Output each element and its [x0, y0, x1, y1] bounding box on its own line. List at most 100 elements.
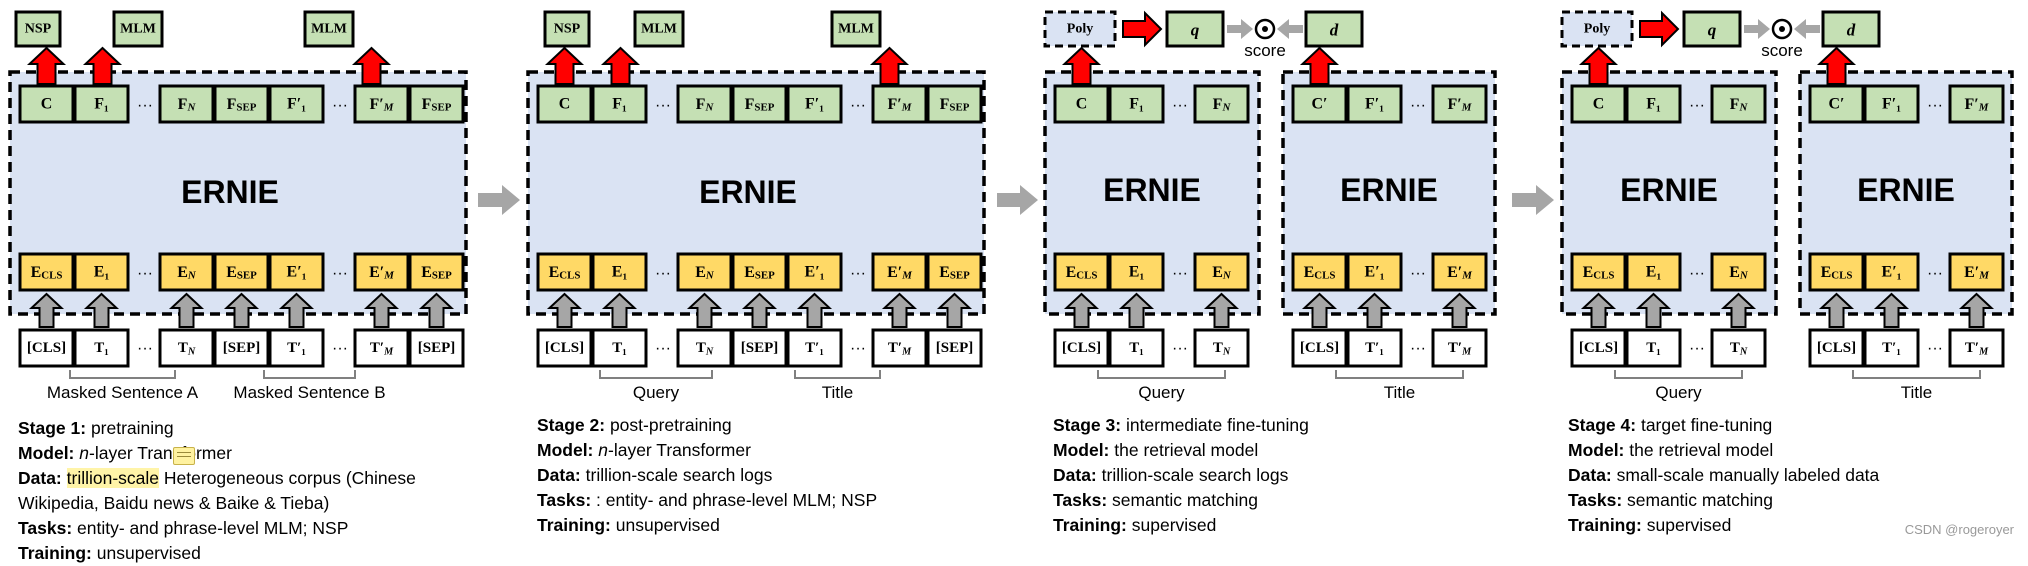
- stage1-token-5-label: T′M: [370, 340, 394, 357]
- stage4-d-embedding-1-label: E′₁: [1882, 264, 1902, 281]
- stage1-gray-arrow-3: [223, 292, 260, 328]
- stage4-d-token-0-label: [CLS]: [1817, 340, 1856, 356]
- stage4-q-embedding-2-label: EN: [1729, 264, 1749, 282]
- stage2-embedding-6-label: ESEP: [939, 264, 970, 282]
- stage4-score-dot: [1779, 26, 1785, 32]
- stage4-d-embedding-2: E′M: [1948, 252, 2005, 292]
- stage1-group-b-bracket: [263, 370, 356, 379]
- stage3-d-gray-arrow-1: [1356, 292, 1393, 328]
- stage2-gray-arrow-3: [741, 292, 778, 328]
- stage3-score-dot: [1262, 26, 1268, 32]
- stage4-q-output-1: F₁: [1625, 84, 1682, 124]
- stage3-d-output-0-label: C′: [1311, 96, 1327, 113]
- stage3-d-token-1-label: T′₁: [1365, 340, 1384, 356]
- stage4-q-token-2: TN: [1710, 328, 1767, 368]
- stage1-embedding-1: E₁: [73, 252, 130, 292]
- stage4-score-label: score: [1761, 41, 1803, 60]
- stage2-group-b-bracket: [794, 370, 881, 379]
- stage4-d-gray-arrow-2: [1958, 292, 1995, 328]
- comment-note-icon[interactable]: [173, 447, 195, 465]
- stage4-q-output-0: C: [1570, 84, 1627, 124]
- stage3-q-embedding-2: EN: [1193, 252, 1250, 292]
- stage4-q-output-1-label: F₁: [1646, 96, 1661, 113]
- stage2-token-6: [SEP]: [926, 328, 983, 368]
- stage2-embedding-3: ESEP: [731, 252, 788, 292]
- stage3-query-ernie-label: ERNIE: [1103, 172, 1201, 208]
- ellipsis: ···: [1927, 340, 1943, 357]
- stage2-group-a-bracket: [599, 370, 713, 379]
- stage3-d-embedding-0: ECLS: [1291, 252, 1348, 292]
- stage3-d-embedding-2-label: E′M: [1447, 264, 1472, 282]
- stage4-d-box: d: [1821, 10, 1881, 48]
- stage2-token-4-label: T′₁: [805, 340, 824, 356]
- stage4-q-output-0-label: C: [1593, 96, 1605, 113]
- stage-arrow-1-2: [478, 185, 520, 215]
- ellipsis: ···: [850, 97, 866, 114]
- stage2-output-1-label: F₁: [612, 96, 627, 113]
- stage2-token-3-label: [SEP]: [741, 340, 779, 356]
- stage3-d-token-2: T′M: [1431, 328, 1488, 368]
- stage1-token-4: T′₁: [268, 328, 325, 368]
- ellipsis: ···: [655, 340, 671, 357]
- stage1-embedding-5: E′M: [353, 252, 410, 292]
- stage1-output-3: FSEP: [213, 84, 270, 124]
- stage1-group-a-bracket: [69, 370, 176, 379]
- stage2-gray-arrow-1: [601, 292, 638, 328]
- stage1-mlm-box-1-label: MLM: [120, 22, 156, 37]
- stage3-group-a-bracket: [1097, 370, 1226, 379]
- ellipsis: ···: [1927, 97, 1943, 114]
- stage3-d-output-2-label: F′M: [1448, 96, 1472, 114]
- stage2-embedding-4-label: E′₁: [805, 264, 825, 281]
- stage1-embedding-2-label: EN: [177, 264, 197, 282]
- stage4-poly-box: Poly: [1560, 10, 1634, 48]
- stage3-q-embedding-1-label: E₁: [1129, 264, 1145, 281]
- stage1-group-a-label: Masked Sentence A: [47, 383, 199, 402]
- stage1-mlm-box-2: MLM: [303, 10, 355, 48]
- stage2-embedding-3-label: ESEP: [744, 264, 775, 282]
- stage3-d-embedding-0-label: ECLS: [1304, 264, 1336, 282]
- stage1-token-0: [CLS]: [18, 328, 75, 368]
- stage1-output-5-label: F′M: [370, 96, 394, 114]
- stage-arrow-2-3: [997, 185, 1038, 215]
- stage3-d-token-0-label: [CLS]: [1300, 340, 1339, 356]
- stage1-embedding-6: ESEP: [408, 252, 465, 292]
- stage1-output-4: F′₁: [268, 84, 325, 124]
- stage2-gray-arrow-4: [796, 292, 833, 328]
- stage2-mlm-box-2-label: MLM: [838, 22, 874, 37]
- stage1-output-2: FN: [158, 84, 215, 124]
- stage3-q-token-0-label: [CLS]: [1062, 340, 1101, 356]
- caption-stage3: Stage 3: intermediate fine-tuning Model:…: [1053, 415, 1309, 535]
- stage3-q-token-2-label: TN: [1213, 340, 1231, 357]
- stage2-embedding-0-label: ECLS: [549, 264, 581, 282]
- stage3-q-output-1: F₁: [1108, 84, 1165, 124]
- stage2-group-b-label: Title: [822, 383, 854, 402]
- stage3-d-label: d: [1330, 21, 1339, 40]
- stage2-token-4: T′₁: [786, 328, 843, 368]
- stage3-d-token-0: [CLS]: [1291, 328, 1348, 368]
- stage3-q-gray-arrow-2: [1203, 292, 1240, 328]
- stage4-gray-arrow-q-score: [1744, 19, 1770, 39]
- ernie-stages-diagram: ERNIE C ECLS [CLS] F₁ E₁ T₁ FN EN TN FSEP ESEP [SEP]…: [8, 10, 2014, 402]
- stage3-d-output-0: C′: [1291, 84, 1348, 124]
- stage2-embedding-6: ESEP: [926, 252, 983, 292]
- stage4-q-gray-arrow-2: [1720, 292, 1757, 328]
- stage2-embedding-5: E′M: [871, 252, 928, 292]
- stage4-d-embedding-1: E′₁: [1863, 252, 1920, 292]
- stage1-token-6: [SEP]: [408, 328, 465, 368]
- stage1-gray-arrow-5: [363, 292, 400, 328]
- stage4-q-embedding-1: E₁: [1625, 252, 1682, 292]
- stage1-token-2-label: TN: [178, 340, 196, 357]
- caption-stage4: Stage 4: target fine-tuning Model: the r…: [1568, 415, 1880, 535]
- stage-arrow-3-4: [1512, 185, 1554, 215]
- stage1-gray-arrow-4: [278, 292, 315, 328]
- stage4-q-token-2-label: TN: [1730, 340, 1748, 357]
- stage4-group-a-bracket: [1614, 370, 1743, 379]
- ellipsis: ···: [1410, 340, 1426, 357]
- stage4-q-token-1: T₁: [1625, 328, 1682, 368]
- stage2-output-3: FSEP: [731, 84, 788, 124]
- stage2-gray-arrow-5: [881, 292, 918, 328]
- stage4-d-label: d: [1847, 21, 1856, 40]
- stage2-output-3-label: FSEP: [745, 96, 775, 114]
- stage2-output-5-label: F′M: [888, 96, 912, 114]
- stage1-token-2: TN: [158, 328, 215, 368]
